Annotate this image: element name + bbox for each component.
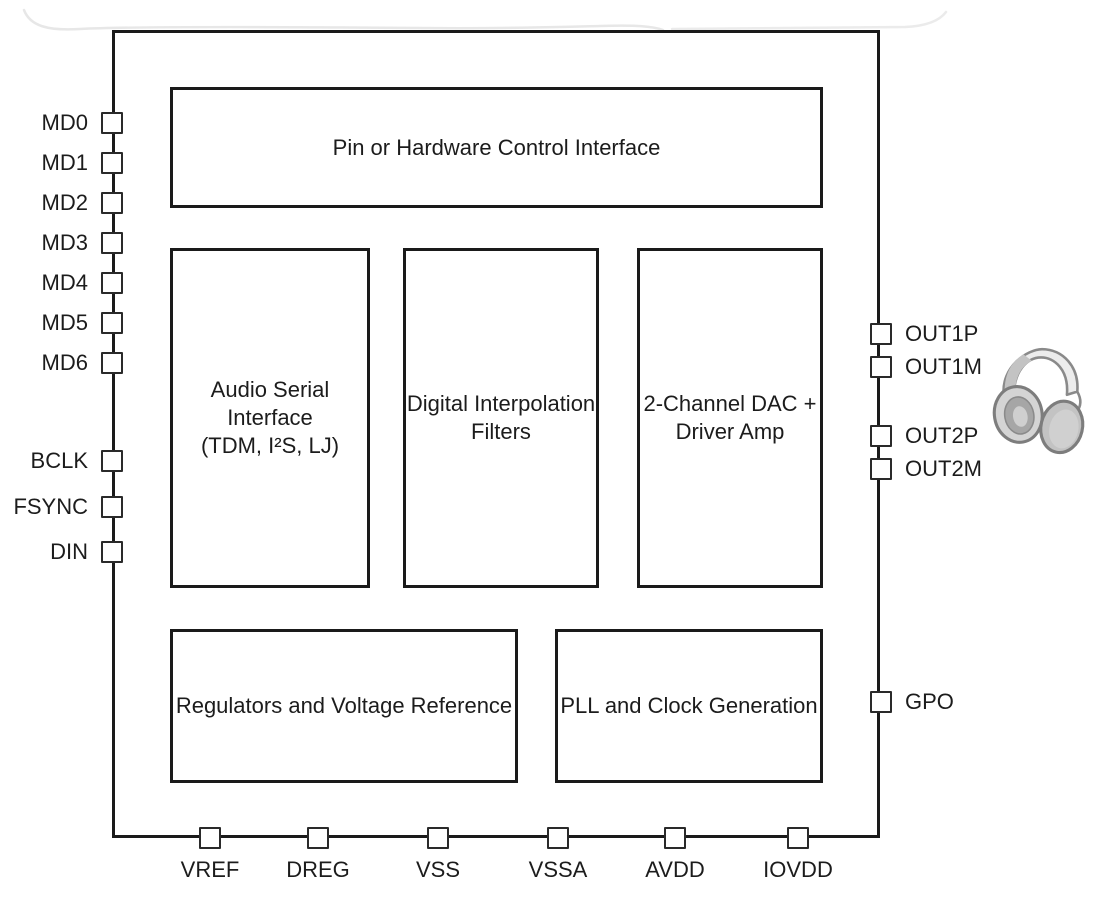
pin-box-din	[101, 541, 123, 563]
pin-label-avdd: AVDD	[645, 857, 705, 882]
block-label-line: 2-Channel DAC +	[643, 391, 817, 416]
pin-box-vssa	[547, 827, 569, 849]
pin-label-out2m: OUT2M	[905, 456, 982, 481]
block-digital-interpolation-filters: Digital Interpolation Filters	[403, 248, 599, 588]
pin-label-iovdd: IOVDD	[763, 857, 833, 882]
pin-box-md0	[101, 112, 123, 134]
pin-label-fsync: FSYNC	[13, 494, 88, 519]
pin-label-out1p: OUT1P	[905, 321, 979, 346]
pin-label-vssa: VSSA	[528, 857, 588, 882]
pin-label-vref: VREF	[180, 857, 240, 882]
block-label-line: Filters	[471, 419, 531, 444]
pin-box-fsync	[101, 496, 123, 518]
pin-md1: MD1	[0, 152, 123, 174]
pin-label-din: DIN	[50, 539, 88, 564]
pin-md0: MD0	[0, 112, 123, 134]
pin-box-md3	[101, 232, 123, 254]
pin-label-md3: MD3	[41, 230, 88, 255]
headphones-icon	[992, 347, 1085, 455]
pin-label-bclk: BCLK	[30, 448, 88, 473]
block-label: Regulators and Voltage Reference	[175, 693, 513, 718]
block-label-line: Driver Amp	[675, 419, 785, 444]
pin-label-md5: MD5	[41, 310, 88, 335]
pin-vss: VSS	[378, 827, 498, 881]
block-label-line: Interface	[227, 405, 313, 430]
pin-out2p: OUT2P	[870, 425, 978, 447]
pin-vssa: VSSA	[498, 827, 618, 881]
pin-label-md4: MD4	[41, 270, 88, 295]
pin-avdd: AVDD	[615, 827, 735, 881]
pin-label-out1m: OUT1M	[905, 354, 982, 379]
pin-box-md4	[101, 272, 123, 294]
pin-gpo: GPO	[870, 691, 954, 713]
block-pin-hardware-control-interface: Pin or Hardware Control Interface	[170, 87, 823, 208]
pin-label-md1: MD1	[41, 150, 88, 175]
pin-iovdd: IOVDD	[738, 827, 858, 881]
pin-box-vref	[199, 827, 221, 849]
pin-md3: MD3	[0, 232, 123, 254]
pin-box-out1m	[870, 356, 892, 378]
pin-box-dreg	[307, 827, 329, 849]
pin-md5: MD5	[0, 312, 123, 334]
block-label: PLL and Clock Generation	[560, 693, 818, 718]
pin-box-out2m	[870, 458, 892, 480]
pin-out2m: OUT2M	[870, 458, 982, 480]
pin-box-md1	[101, 152, 123, 174]
pin-label-md6: MD6	[41, 350, 88, 375]
pin-md6: MD6	[0, 352, 123, 374]
pin-box-bclk	[101, 450, 123, 472]
pin-dreg: DREG	[258, 827, 378, 881]
block-regulators-voltage-reference: Regulators and Voltage Reference	[170, 629, 518, 783]
block-audio-serial-interface: Audio Serial Interface (TDM, I²S, LJ)	[170, 248, 370, 588]
block-label-line: Audio Serial	[210, 377, 330, 402]
pin-box-avdd	[664, 827, 686, 849]
pin-md4: MD4	[0, 272, 123, 294]
pin-label-out2p: OUT2P	[905, 423, 979, 448]
pin-label-gpo: GPO	[905, 689, 954, 714]
pin-box-out2p	[870, 425, 892, 447]
pin-box-iovdd	[787, 827, 809, 849]
pin-din: DIN	[0, 541, 123, 563]
pin-box-md5	[101, 312, 123, 334]
pin-label-dreg: DREG	[286, 857, 350, 882]
pin-fsync: FSYNC	[0, 496, 123, 518]
pin-label-vss: VSS	[415, 857, 461, 882]
pin-label-md2: MD2	[41, 190, 88, 215]
block-2-channel-dac-driver-amp: 2-Channel DAC + Driver Amp	[637, 248, 823, 588]
pin-md2: MD2	[0, 192, 123, 214]
block-label-line: Digital Interpolation	[406, 391, 596, 416]
pin-out1p: OUT1P	[870, 323, 978, 345]
block-label-line: (TDM, I²S, LJ)	[200, 433, 340, 458]
pin-box-out1p	[870, 323, 892, 345]
pin-vref: VREF	[150, 827, 270, 881]
pin-bclk: BCLK	[0, 450, 123, 472]
pin-box-vss	[427, 827, 449, 849]
block-pll-clock-generation: PLL and Clock Generation	[555, 629, 823, 783]
pin-box-md2	[101, 192, 123, 214]
pin-box-gpo	[870, 691, 892, 713]
pin-box-md6	[101, 352, 123, 374]
pin-label-md0: MD0	[41, 110, 88, 135]
pin-out1m: OUT1M	[870, 356, 982, 378]
block-label: Pin or Hardware Control Interface	[332, 134, 661, 160]
